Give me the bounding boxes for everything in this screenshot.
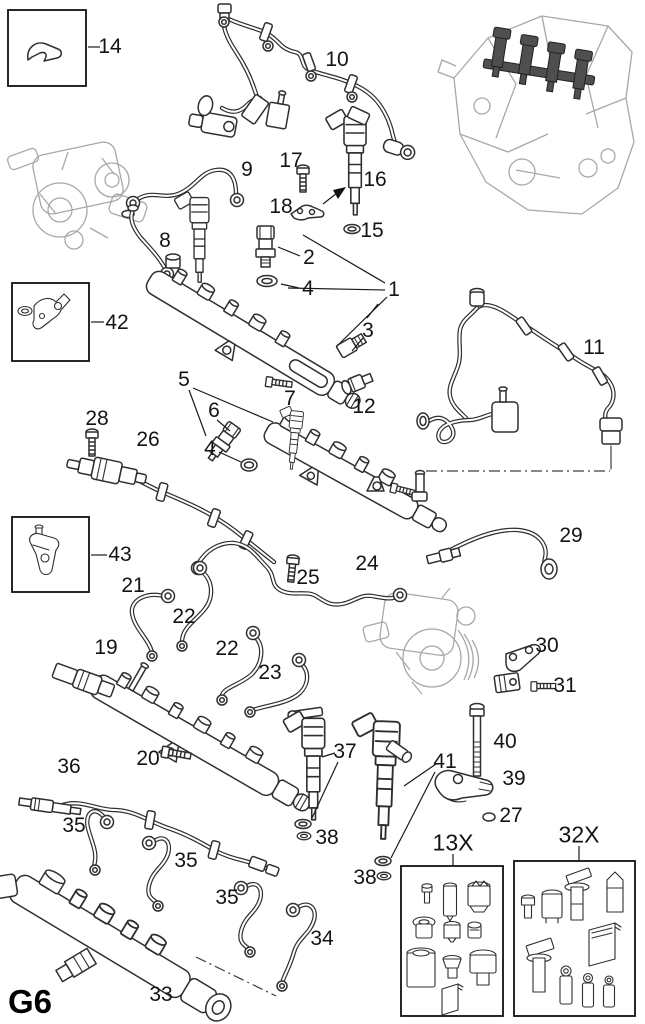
callout-12: 12 [352,395,376,418]
callout-23: 23 [258,661,282,684]
callout-7: 7 [284,387,296,410]
fuel-rail-upper [145,190,361,409]
callout-41: 41 [433,750,457,773]
callout-43: 43 [108,543,132,566]
callout-19: 19 [94,636,118,659]
callout-25: 25 [296,566,320,589]
bracket-30 [493,643,541,694]
injector-41 [346,710,413,881]
callout-8: 8 [159,229,171,252]
fuel-rail-middle [263,404,448,533]
callout-30: 30 [535,634,559,657]
wiring-harness-26 [66,456,274,562]
callout-17: 17 [279,149,303,172]
engine-illustration [437,15,635,215]
plug-3 [335,332,367,359]
callout-13x: 13X [432,829,474,856]
box-part-42 [11,282,90,362]
callout-1: 1 [388,278,400,301]
callout-2: 2 [303,246,315,269]
o-ring-27 [482,812,496,822]
fork-clamp-39 [434,769,494,803]
callout-38: 38 [353,866,377,889]
callout-26: 26 [136,428,160,451]
pointer-arrow-16 [333,187,346,199]
callout-27: 27 [499,804,523,827]
leader-lines [88,46,580,866]
leak-off-pipe-assembly [188,3,416,161]
engine-injector-cluster [482,26,596,100]
washer-4-upper [256,274,278,288]
callout-38: 38 [315,826,339,849]
pressure-sensor-2 [255,225,276,268]
callout-37: 37 [333,740,357,763]
callout-34: 34 [310,927,334,950]
callout-35: 35 [174,849,198,872]
callout-22: 22 [215,637,239,660]
callout-35: 35 [62,814,86,837]
callout-14: 14 [98,35,122,58]
callout-18: 18 [269,195,293,218]
bolt-28 [85,428,99,457]
box-part-14 [7,9,87,87]
fuel-rail-33 [0,869,232,1022]
injector-16 [324,105,371,216]
callout-36: 36 [57,755,81,778]
kit-box-32x [513,860,636,1017]
callout-29: 29 [559,524,583,547]
callout-28: 28 [85,407,109,430]
pipe-29 [425,530,558,580]
kit-box-13x [400,865,504,1017]
box-part-43 [11,516,90,593]
plug-12 [341,372,374,395]
bolt-40 [469,702,485,777]
callout-22: 22 [172,605,196,628]
temp-sensor-6 [207,421,242,462]
page-code: G6 [8,983,53,1020]
callout-32x: 32X [558,821,600,848]
rail-pin [411,469,428,502]
pipe-8 [127,204,175,282]
bolt-31 [530,681,557,692]
washer-15 [343,223,361,235]
callout-16: 16 [363,168,387,191]
callout-40: 40 [493,730,517,753]
callout-21: 21 [121,574,145,597]
injector-37 [281,706,326,841]
callout-4: 4 [204,437,216,460]
callout-39: 39 [502,767,526,790]
seal-ring-4 [240,458,258,472]
callout-10: 10 [325,48,349,71]
callout-4: 4 [302,277,314,300]
callout-3: 3 [362,319,374,342]
callout-5: 5 [178,368,190,391]
callout-42: 42 [105,311,129,334]
callout-35: 35 [215,886,239,909]
reference-line-lower [195,956,277,997]
callout-11: 11 [583,336,605,359]
callout-33: 33 [149,983,173,1006]
callout-9: 9 [241,158,253,181]
pump-illustration-right [362,587,480,695]
callout-20: 20 [136,747,160,770]
pump-illustration-left [6,141,148,250]
fuel-rail-19 [51,662,311,812]
glow-plug-harness-36 [17,797,280,877]
callout-24: 24 [355,552,379,575]
callout-31: 31 [553,674,577,697]
clamp-18 [290,204,325,221]
callout-6: 6 [208,399,220,422]
callout-15: 15 [360,219,384,242]
leak-off-pipe-11 [416,287,623,445]
